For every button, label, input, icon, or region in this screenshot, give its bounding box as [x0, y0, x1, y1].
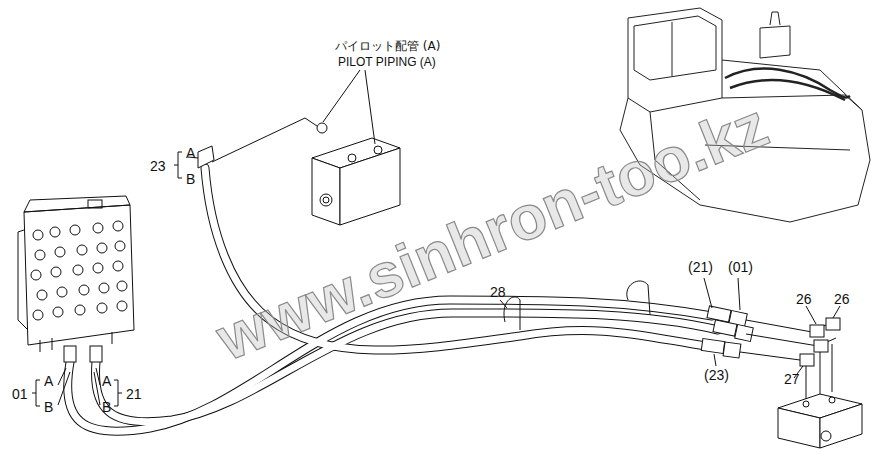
port-letter: B: [44, 400, 53, 414]
leader-line: [323, 70, 375, 144]
port-letter: B: [186, 172, 195, 186]
control-valve: [18, 196, 134, 352]
leader-line: [500, 300, 507, 308]
pilot-block: [312, 123, 400, 225]
port-letter: B: [102, 400, 111, 414]
hose-end-fittings: [701, 306, 753, 358]
leader-line: [704, 278, 840, 378]
manifold-block: [778, 394, 862, 448]
clamp: [504, 297, 520, 330]
callout-number: 26: [796, 292, 812, 306]
leader-line: [212, 118, 317, 162]
note-text: PILOT PIPING (A): [338, 56, 436, 68]
elbow-fitting: [198, 146, 214, 168]
watermark: www.sinhron-too.kz: [208, 93, 775, 370]
callout-number: (21): [688, 260, 713, 274]
tubes: [740, 320, 836, 405]
port-letter: A: [44, 374, 53, 388]
callout-number: 26: [834, 292, 850, 306]
callout-number: 23: [150, 159, 166, 173]
note-text: パイロット配管 (A): [335, 40, 440, 52]
callout-number: (01): [728, 260, 753, 274]
port-fittings: [64, 346, 102, 362]
callout-number: (23): [704, 368, 729, 382]
callout-number: 27: [784, 372, 800, 386]
elbow-fittings: [800, 318, 840, 366]
callout-number: 21: [126, 387, 142, 401]
callout-number: 28: [490, 285, 506, 299]
bracket: [32, 152, 198, 406]
clamp: [627, 281, 650, 315]
port-letter: A: [186, 146, 195, 160]
callout-number: 01: [12, 387, 28, 401]
port-letter: A: [102, 374, 111, 388]
